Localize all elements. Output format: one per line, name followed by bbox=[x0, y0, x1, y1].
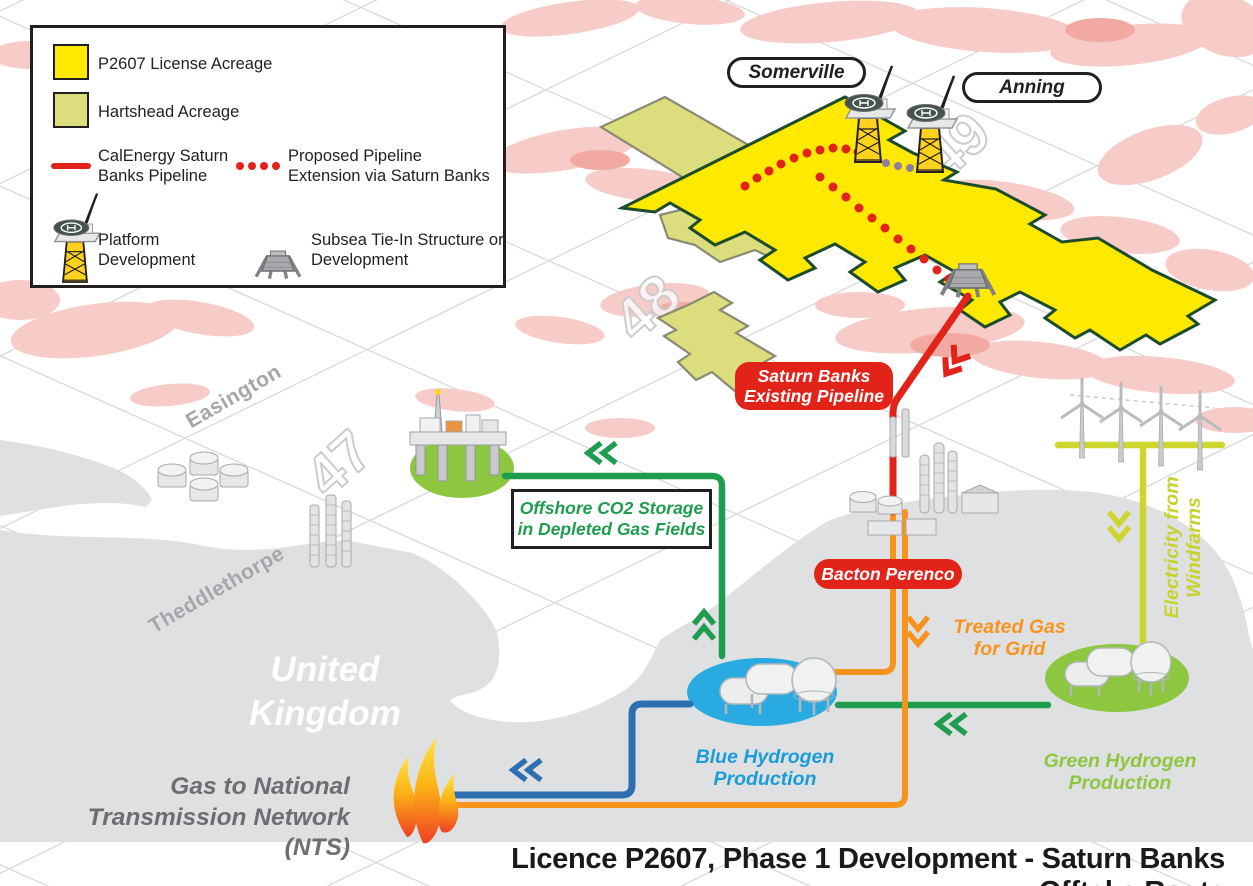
wind-turbine-icon bbox=[1098, 380, 1144, 464]
legend: P2607 License Acreage Hartshead Acreage … bbox=[30, 25, 506, 288]
orange-feed-line bbox=[809, 509, 896, 675]
somerville-text: Somerville bbox=[748, 61, 845, 83]
legend-item-label: Platform Development bbox=[98, 231, 196, 270]
treated-gas-chevron bbox=[905, 615, 931, 649]
legend-item-label: P2607 License Acreage bbox=[98, 55, 273, 73]
saturn-banks-pipeline bbox=[889, 292, 972, 516]
subsea-tiein-icon bbox=[254, 249, 302, 281]
treated-gas-label: Treated Gas for Grid bbox=[953, 616, 1066, 661]
blue-hydrogen-plant bbox=[719, 657, 837, 715]
co2-storage-text: Offshore CO2 Storage in Depleted Gas Fie… bbox=[517, 498, 706, 539]
legend-item-label: Subsea Tie-In Structure or Development bbox=[311, 231, 504, 270]
theddlethorpe-terminal bbox=[309, 494, 352, 568]
easington-tanks bbox=[157, 451, 249, 502]
co2-storage-platform bbox=[409, 389, 507, 482]
somerville-field-label: Somerville bbox=[727, 57, 866, 88]
co2-up-chevron bbox=[691, 607, 717, 641]
nts-flow-label: Gas to National Transmission Network (NT… bbox=[87, 773, 350, 862]
co2-storage-callout: Offshore CO2 Storage in Depleted Gas Fie… bbox=[511, 489, 712, 549]
map-title: Licence P2607, Phase 1 Development - Sat… bbox=[511, 843, 1225, 886]
blue-gas-chevron bbox=[508, 757, 543, 783]
green-hydrogen-label: Green Hydrogen Production bbox=[1043, 750, 1197, 795]
saturn-banks-badge: Saturn Banks Existing Pipeline bbox=[735, 362, 893, 410]
p2607-swatch bbox=[53, 44, 89, 80]
blue-hydrogen-label: Blue Hydrogen Production bbox=[695, 746, 835, 791]
hartshead-swatch bbox=[53, 92, 89, 128]
co2-platform-pad bbox=[410, 438, 514, 498]
green-hydrogen-plant bbox=[1064, 641, 1172, 696]
electricity-chevron bbox=[1106, 510, 1132, 544]
bacton-terminal bbox=[849, 408, 999, 536]
co2-west-chevron bbox=[583, 440, 618, 466]
legend-item-label: Hartshead Acreage bbox=[98, 103, 240, 121]
grid-block-47: 47 bbox=[293, 418, 384, 509]
proposed-dots-symbol bbox=[236, 162, 280, 170]
blue-gas-line bbox=[444, 700, 694, 799]
legend-item-label: CalEnergy Saturn Banks Pipeline bbox=[98, 147, 229, 186]
pipeline-flow-chevron bbox=[942, 344, 972, 378]
p2607-acreage bbox=[616, 95, 1219, 352]
electricity-label: Electricity from Windfarms bbox=[1161, 476, 1206, 619]
pipeline-line-symbol bbox=[51, 163, 91, 169]
wind-turbine-icon bbox=[1138, 384, 1184, 468]
united-kingdom-label: United Kingdom bbox=[249, 650, 401, 733]
anning-text: Anning bbox=[999, 76, 1065, 98]
green-hydrogen-chevron bbox=[933, 711, 968, 737]
gas-flare-icon bbox=[393, 737, 459, 844]
co2-pipeline bbox=[501, 472, 726, 660]
saturn-banks-text: Saturn Banks Existing Pipeline bbox=[743, 365, 885, 406]
windfarm bbox=[1059, 376, 1223, 472]
anning-field-label: Anning bbox=[962, 72, 1102, 103]
legend-item-label: Proposed Pipeline Extension via Saturn B… bbox=[288, 147, 490, 186]
orange-grid-line bbox=[445, 509, 908, 808]
holderness-coast bbox=[0, 440, 152, 516]
bacton-badge: Bacton Perenco bbox=[814, 559, 962, 589]
bacton-text: Bacton Perenco bbox=[821, 563, 955, 584]
